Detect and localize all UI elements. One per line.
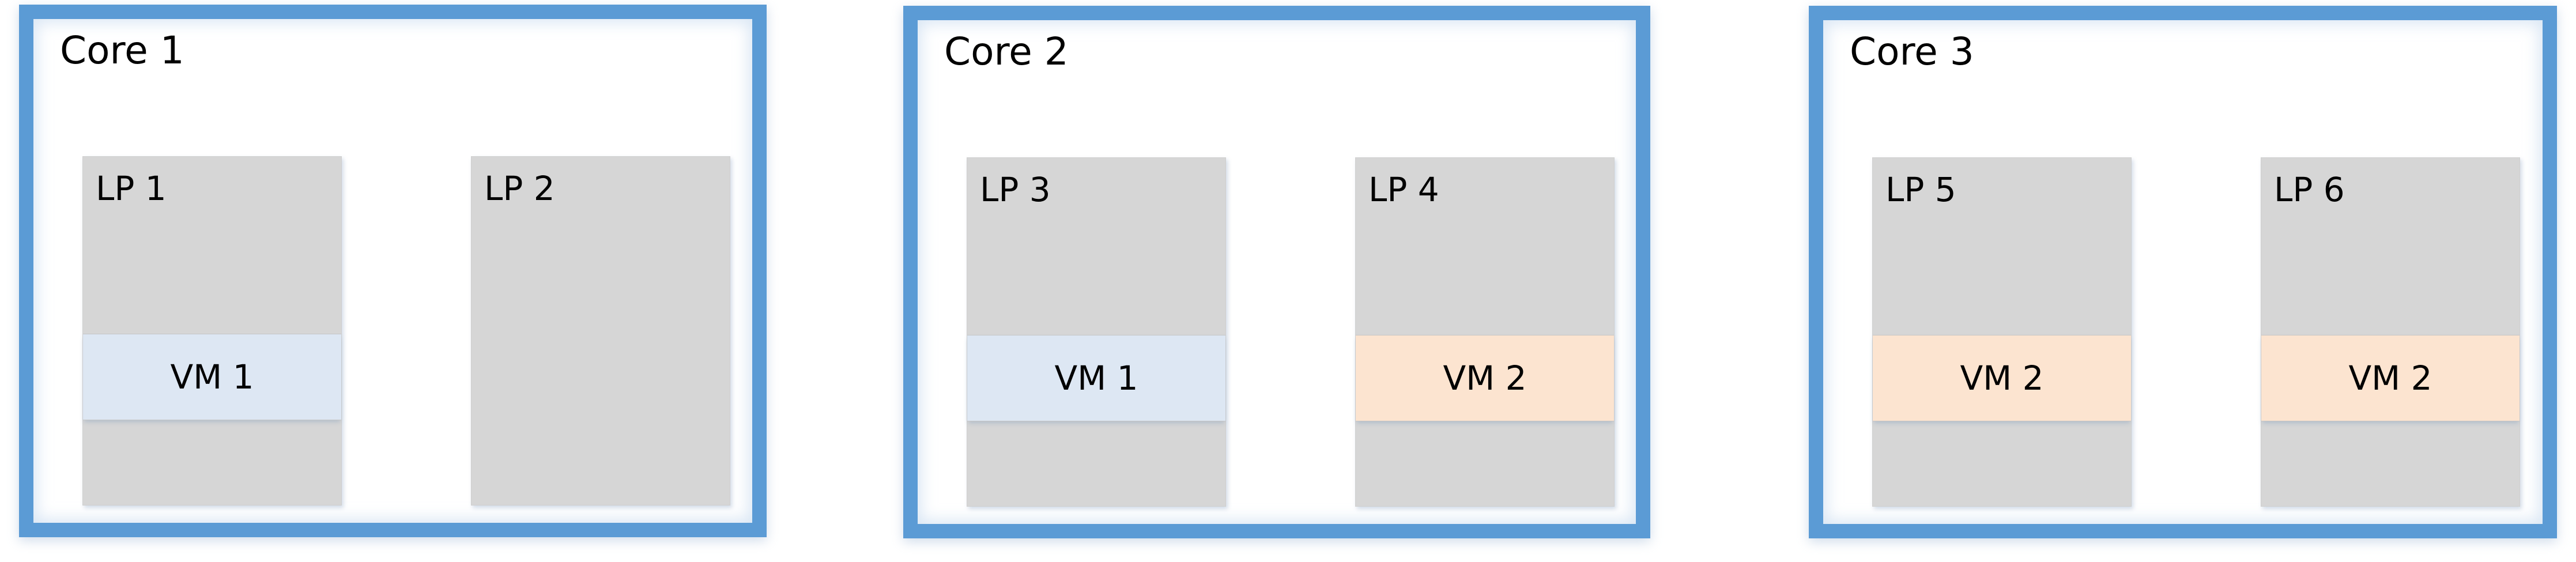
vm-band[interactable]: VM 1 <box>967 335 1225 421</box>
logical-processor-label: LP 5 <box>1885 170 1956 209</box>
vm-band[interactable]: VM 1 <box>83 334 341 420</box>
vm-band[interactable]: VM 2 <box>2261 335 2520 421</box>
logical-processor-box[interactable]: LP 1 VM 1 <box>82 156 342 506</box>
core-box-2[interactable]: Core 2 LP 3 VM 1 LP 4 VM 2 <box>903 6 1650 538</box>
core-title-1: Core 1 <box>60 28 184 73</box>
vm-label: VM 2 <box>2348 359 2432 398</box>
logical-processor-box[interactable]: LP 2 <box>471 156 730 506</box>
logical-processor-box[interactable]: LP 5 VM 2 <box>1872 157 2132 507</box>
vm-label: VM 1 <box>170 357 254 397</box>
logical-processor-box[interactable]: LP 3 VM 1 <box>967 157 1226 507</box>
vm-label: VM 2 <box>1960 359 2044 398</box>
core-title-2: Core 2 <box>944 29 1069 74</box>
vm-band[interactable]: VM 2 <box>1873 335 2131 421</box>
logical-processor-box[interactable]: LP 4 VM 2 <box>1355 157 1615 507</box>
vm-band[interactable]: VM 2 <box>1356 335 1614 421</box>
logical-processor-label: LP 2 <box>484 169 555 208</box>
logical-processor-label: LP 1 <box>96 169 167 208</box>
logical-processor-label: LP 4 <box>1368 170 1439 209</box>
vm-label: VM 1 <box>1054 359 1138 398</box>
core-box-1[interactable]: Core 1 LP 1 VM 1 LP 2 <box>19 5 767 537</box>
logical-processor-label: LP 3 <box>980 170 1051 209</box>
logical-processor-box[interactable]: LP 6 VM 2 <box>2261 157 2520 507</box>
logical-processor-label: LP 6 <box>2274 170 2345 209</box>
vm-label: VM 2 <box>1443 359 1527 398</box>
core-box-3[interactable]: Core 3 LP 5 VM 2 LP 6 VM 2 <box>1809 6 2557 538</box>
core-title-3: Core 3 <box>1850 29 1974 74</box>
